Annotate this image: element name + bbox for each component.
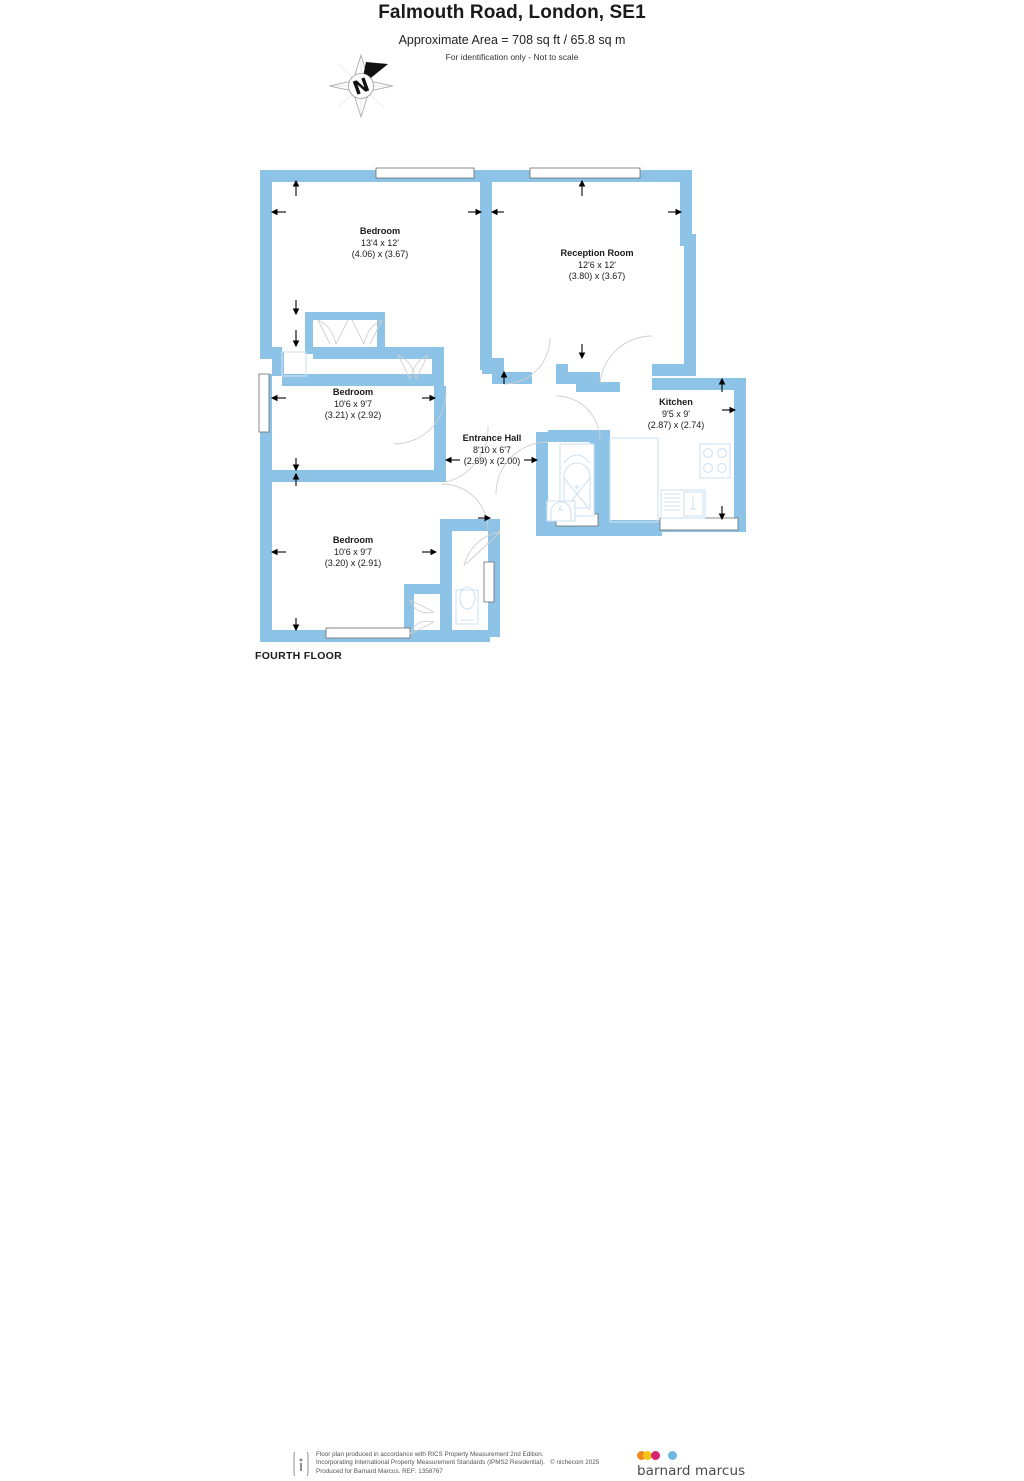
fixtures-layer <box>281 351 731 625</box>
room-dimensions-imperial: 10'6 x 9'7 <box>334 398 372 409</box>
footer-line-2: Incorporating International Property Mea… <box>316 1459 545 1467</box>
room-dimensions-metric: (3.21) x (2.92) <box>324 410 382 420</box>
plan-disclaimer: For identification only - Not to scale <box>445 52 579 62</box>
approximate-area: Approximate Area = 708 sq ft / 65.8 sq m <box>398 33 626 47</box>
window-wc-right <box>483 561 495 603</box>
room-dimensions-metric: (2.69) x (2.00) <box>463 456 521 466</box>
room-label-bedroom-2: Bedroom 10'6 x 9'7 (3.21) x (2.92) <box>325 387 382 422</box>
room-label-bedroom-3: Bedroom 10'6 x 9'7 (3.20) x (2.91) <box>325 535 382 570</box>
window-kitchen-bottom <box>659 517 739 531</box>
footer-line-2-wrap: Incorporating International Property Mea… <box>316 1459 599 1467</box>
information-icon <box>292 1447 310 1481</box>
brand-logo: barnard marcus <box>637 1451 745 1479</box>
hob-icon <box>699 443 731 479</box>
toilet-icon <box>455 586 479 625</box>
doors-layer <box>317 319 653 635</box>
room-name: Bedroom <box>332 535 374 545</box>
footer-line-1: Floor plan produced in accordance with R… <box>316 1451 544 1458</box>
room-dimensions-imperial: 13'4 x 12' <box>361 237 399 248</box>
window-reception-top <box>529 167 641 179</box>
footer-copyright: © nichecom 2025 <box>550 1459 600 1467</box>
room-dimensions-imperial: 9'5 x 9' <box>662 408 690 419</box>
window-bedroom3-bottom <box>325 627 411 639</box>
floor-plan-drawing: .wall{fill:#8cc3e6;} .fx{fill:none;strok… <box>258 167 746 642</box>
room-name: Bedroom <box>359 226 401 236</box>
room-name: Reception Room <box>560 248 634 258</box>
room-dimensions-imperial: 10'6 x 9'7 <box>334 546 372 557</box>
floor-level-label: FOURTH FLOOR <box>255 650 343 662</box>
window-bedroom1-top <box>375 167 475 179</box>
plan-footer: Floor plan produced in accordance with R… <box>0 722 1024 1481</box>
room-dimensions-imperial: 8'10 x 6'7 <box>473 444 511 455</box>
room-label-entrance-hall: Entrance Hall 8'10 x 6'7 (2.69) x (2.00) <box>463 433 522 468</box>
brand-dot-blue <box>668 1451 677 1460</box>
compass-rose-icon: N <box>326 52 396 120</box>
room-label-bedroom-1: Bedroom 13'4 x 12' (4.06) x (3.67) <box>352 226 409 261</box>
brand-dots <box>637 1451 691 1460</box>
room-name: Bedroom <box>332 387 374 397</box>
plan-header: Falmouth Road, London, SE1 Approximate A… <box>0 0 1024 62</box>
washbasin-icon <box>546 500 576 522</box>
window-bedroom2-left <box>258 373 270 433</box>
dimension-arrows-layer <box>270 179 737 632</box>
brand-dot-magenta <box>651 1451 660 1460</box>
room-label-reception-room: Reception Room 12'6 x 12' (3.80) x (3.67… <box>561 248 634 283</box>
room-label-kitchen: Kitchen 9'5 x 9' (2.87) x (2.74) <box>648 397 705 432</box>
compass-north-letter: N <box>350 74 372 100</box>
room-name: Entrance Hall <box>462 433 522 443</box>
kitchen-sink-icon <box>660 489 706 519</box>
brand-name: barnard marcus <box>637 1463 746 1479</box>
room-dimensions-metric: (2.87) x (2.74) <box>647 420 705 430</box>
room-dimensions-metric: (3.20) x (2.91) <box>324 558 382 568</box>
room-dimensions-metric: (3.80) x (3.67) <box>568 271 626 281</box>
walls-layer <box>260 170 746 642</box>
room-dimensions-metric: (4.06) x (3.67) <box>351 249 409 259</box>
page-title: Falmouth Road, London, SE1 <box>378 2 646 23</box>
room-dimensions-imperial: 12'6 x 12' <box>578 259 616 270</box>
footer-legal-text: Floor plan produced in accordance with R… <box>316 1451 599 1476</box>
footer-line-3: Produced for Barnard Marcus. REF: 135876… <box>316 1467 443 1475</box>
room-name: Kitchen <box>659 397 693 407</box>
windows-layer <box>258 167 739 639</box>
